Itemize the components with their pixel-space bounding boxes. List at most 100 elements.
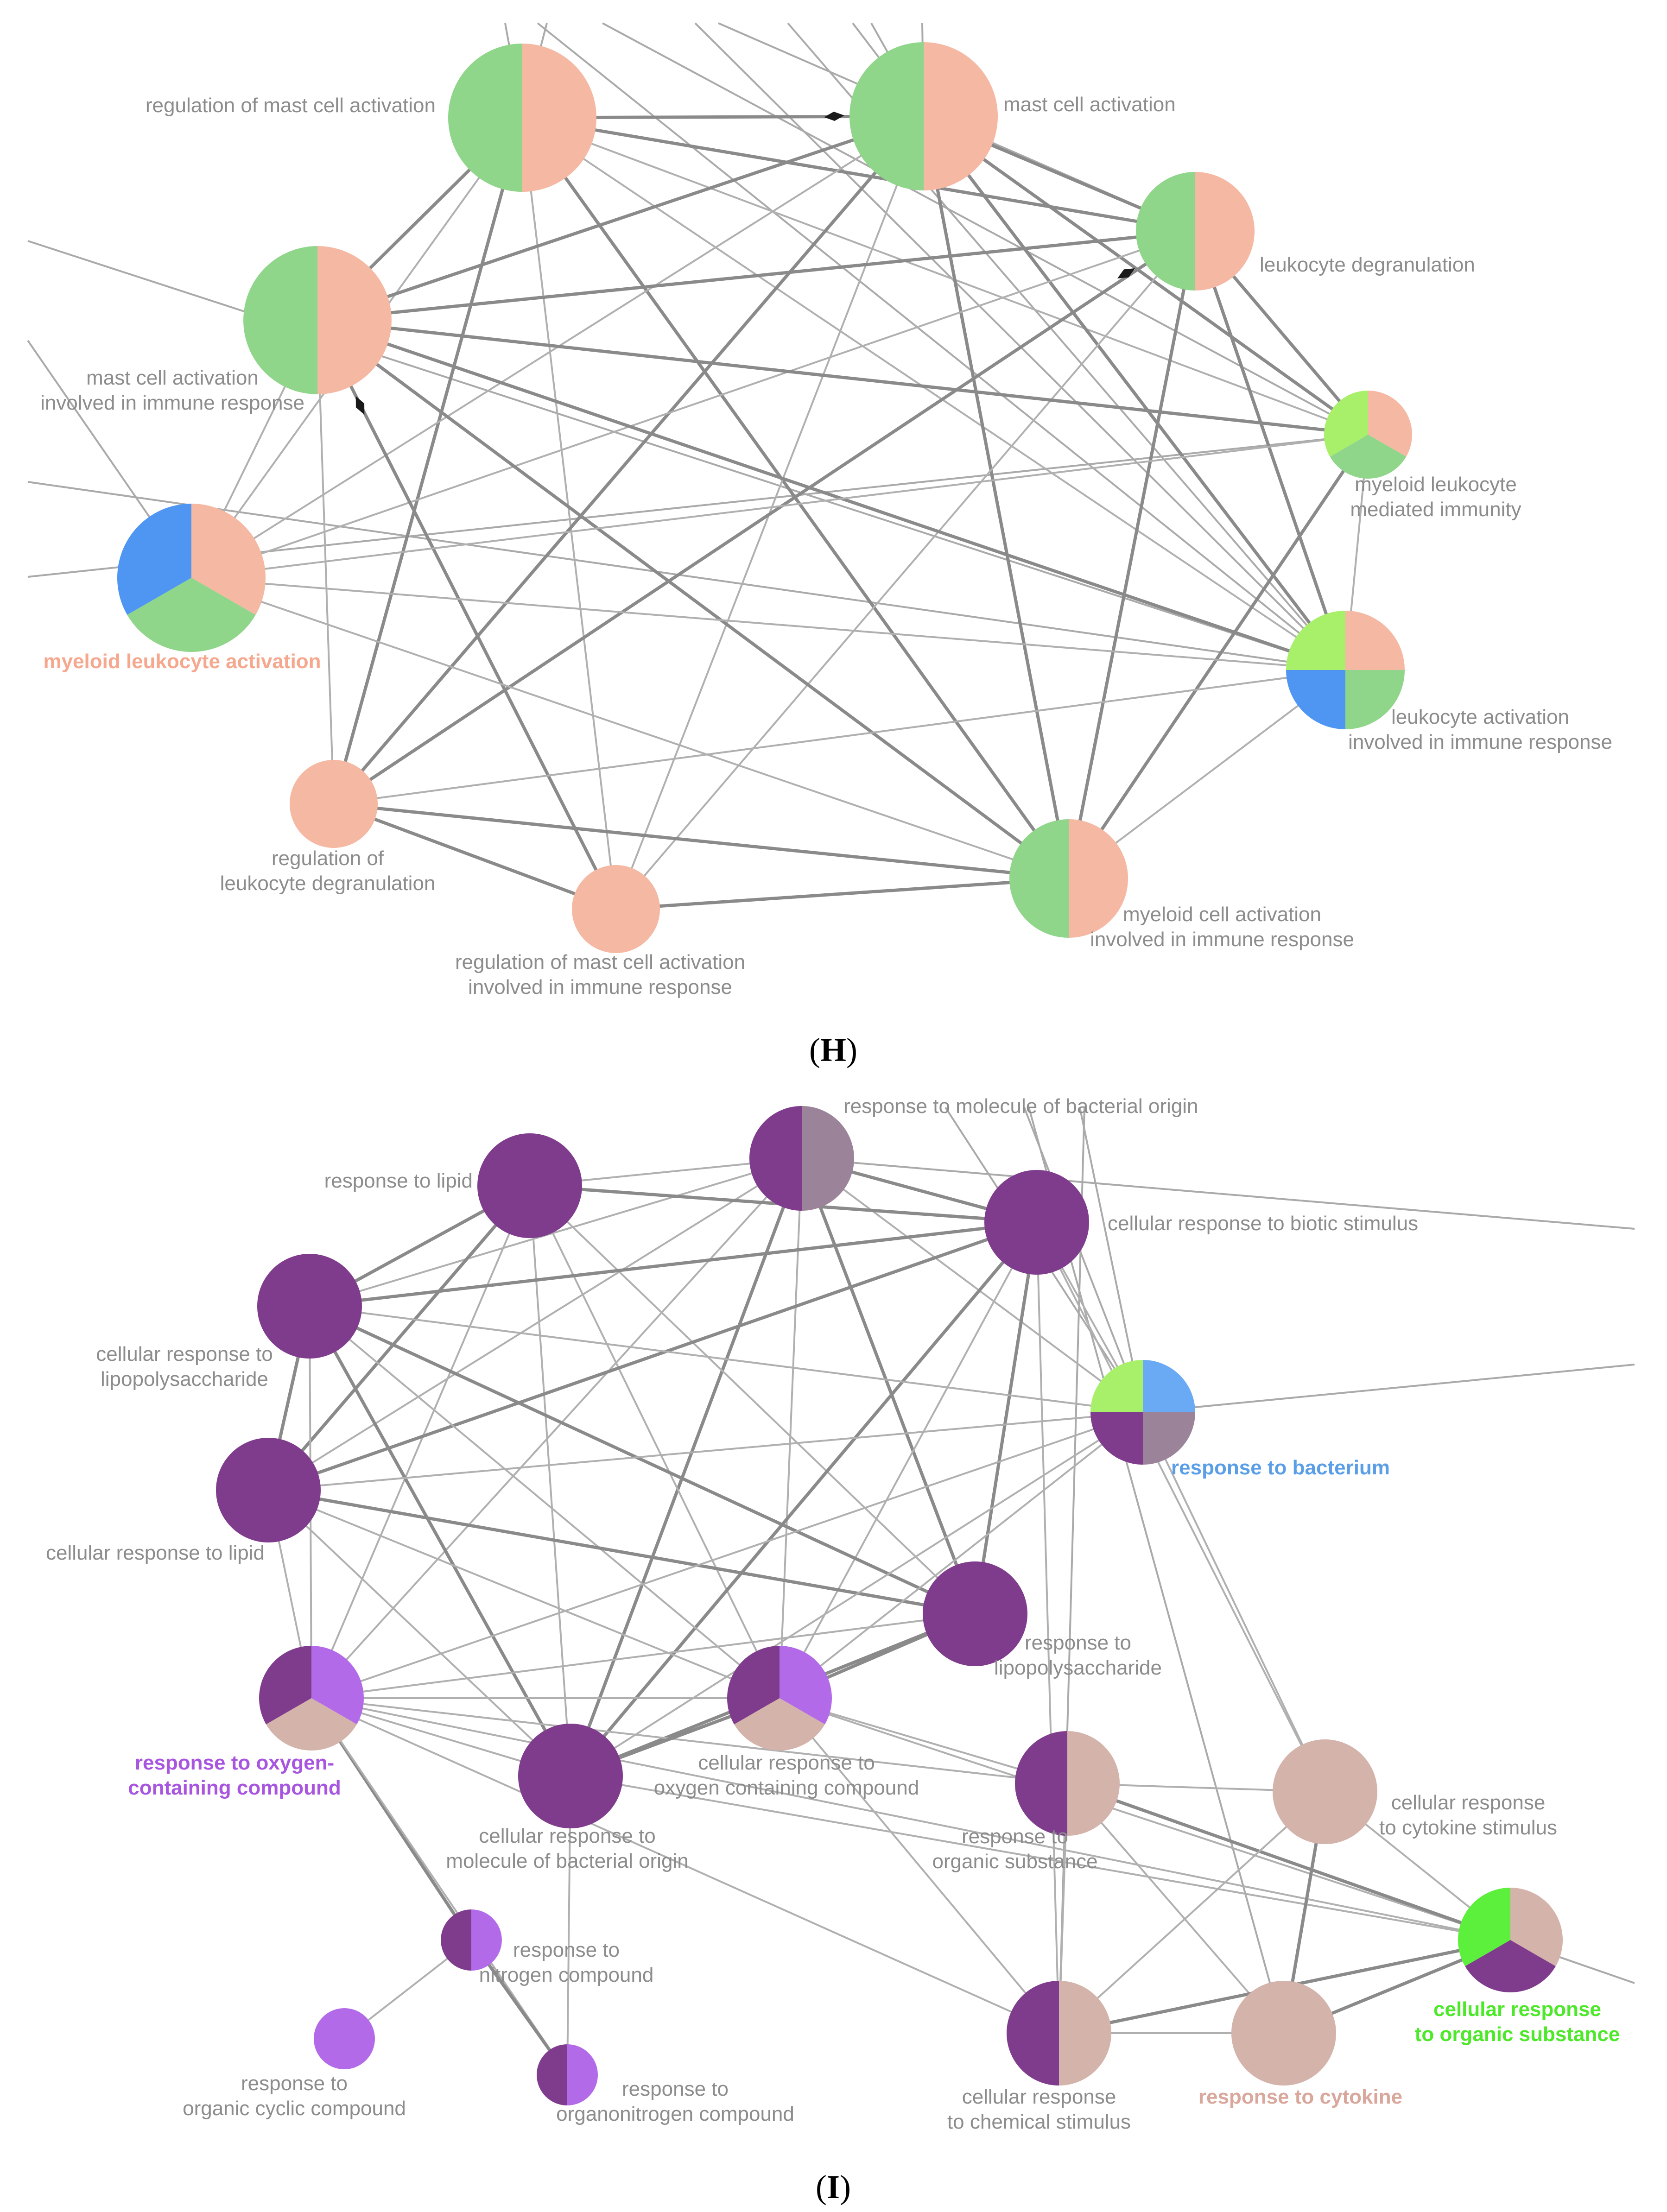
edge	[309, 1220, 1037, 1308]
node-label-line: organic substance	[932, 1850, 1097, 1873]
node-i-cell-mol-bact[interactable]	[518, 1724, 623, 1828]
node-label-line: response to molecule of bacterial origin	[843, 1095, 1198, 1118]
node-slice	[1324, 391, 1368, 457]
node-slice	[1273, 1739, 1377, 1844]
node-slice	[1368, 391, 1413, 457]
edge	[309, 1157, 802, 1307]
edge	[311, 1613, 976, 1699]
node-h-reg-leuk-degr[interactable]	[290, 760, 378, 848]
node-i-resp-org-sub[interactable]	[1015, 1731, 1120, 1836]
node-h-mast[interactable]	[849, 42, 998, 190]
edge	[267, 1157, 803, 1491]
edge	[332, 117, 524, 804]
node-label-line: response to lipid	[324, 1169, 473, 1192]
edge	[1193, 230, 1347, 671]
node-h-myel-med[interactable]	[1324, 391, 1413, 479]
edge	[570, 1775, 1511, 1941]
node-slice	[1143, 1360, 1195, 1412]
panel-i-network: response to molecule of bacterial origin…	[46, 1095, 1635, 2133]
node-h-reg-mast[interactable]	[448, 44, 596, 192]
node-label-line: involved in immune response	[468, 976, 732, 999]
node-i-cell-lps[interactable]	[257, 1254, 362, 1359]
edge	[1067, 231, 1197, 879]
node-slice	[1136, 172, 1195, 291]
node-i-cell-biotic[interactable]	[984, 1170, 1089, 1275]
node-i-resp-organo[interactable]	[537, 2044, 598, 2105]
edge	[332, 115, 925, 805]
node-label-line: cellular response to	[698, 1751, 875, 1774]
edge	[529, 1185, 571, 1776]
edge	[333, 230, 1196, 805]
edge	[317, 229, 1196, 322]
node-slice	[780, 1646, 832, 1725]
edge	[570, 1411, 1144, 1777]
node-i-resp-cyto[interactable]	[1231, 1981, 1336, 2086]
edge-offscreen	[1142, 1364, 1635, 1413]
node-i-cell-lipid[interactable]	[216, 1438, 321, 1542]
node-label-line: regulation of mast cell activation	[146, 94, 436, 117]
node-label: regulation of mast cell activation	[146, 94, 436, 117]
node-slice	[1090, 1412, 1143, 1465]
edge	[779, 1222, 1038, 1699]
edge	[191, 577, 1069, 879]
edge	[333, 802, 1069, 880]
node-i-cell-oxy[interactable]	[727, 1646, 832, 1751]
node-slice	[311, 1646, 364, 1725]
node-h-mast-imm[interactable]	[243, 246, 392, 394]
node-slice	[257, 1254, 362, 1359]
edge	[529, 1185, 976, 1615]
node-i-resp-lps[interactable]	[923, 1561, 1027, 1666]
node-label: response to bacterium	[1171, 1456, 1390, 1479]
node-label-line: response to	[241, 2072, 348, 2095]
node-i-resp-mol-bact[interactable]	[749, 1106, 854, 1211]
node-i-resp-nitro[interactable]	[441, 1909, 502, 1971]
edge	[922, 116, 1071, 879]
node-label: leukocyte degranulation	[1260, 253, 1475, 276]
node-slice	[448, 44, 522, 192]
node-slice	[923, 1561, 1027, 1666]
node-i-resp-bact[interactable]	[1090, 1360, 1195, 1465]
node-h-myel-cell-imm[interactable]	[1009, 819, 1128, 938]
node-slice	[924, 42, 998, 190]
node-h-leuk-degr[interactable]	[1136, 172, 1255, 291]
node-slice	[1090, 1360, 1143, 1412]
node-slice	[1015, 1731, 1067, 1836]
node-slice	[727, 1646, 780, 1725]
edge	[317, 318, 1369, 436]
node-label: regulation of mast cell activation involv…	[455, 951, 745, 999]
node-h-leuk-act-imm[interactable]	[1286, 611, 1405, 729]
node-label-line: regulation of mast cell activation	[455, 951, 745, 973]
node-i-resp-oxy[interactable]	[259, 1646, 364, 1751]
node-i-cell-chem[interactable]	[1007, 1981, 1111, 2086]
node-h-reg-mast-imm[interactable]	[572, 865, 660, 953]
node-slice	[191, 504, 266, 615]
edge	[922, 115, 1347, 671]
node-h-myel-act[interactable]	[117, 504, 266, 652]
node-slice	[266, 1698, 357, 1751]
node-slice	[216, 1438, 321, 1542]
edge	[1036, 1222, 1060, 2034]
node-label: cellular response to lipid	[46, 1542, 265, 1564]
node-i-cell-cyto-stim[interactable]	[1273, 1739, 1377, 1844]
node-label-line: containing compound	[128, 1776, 341, 1799]
node-label-line: molecule of bacterial origin	[446, 1850, 688, 1872]
edge	[779, 1411, 1144, 1699]
node-i-cell-org-sub[interactable]	[1458, 1888, 1563, 1992]
node-slice	[522, 44, 596, 192]
edge-offscreen	[1023, 1107, 1144, 1413]
node-i-resp-org-cyc[interactable]	[314, 2008, 375, 2069]
node-label: response to lipid	[324, 1169, 473, 1192]
edge	[973, 1222, 1039, 1614]
node-i-resp-lipid[interactable]	[477, 1133, 582, 1238]
node-label-line: cellular response	[1391, 1791, 1546, 1814]
node-slice	[849, 42, 924, 190]
